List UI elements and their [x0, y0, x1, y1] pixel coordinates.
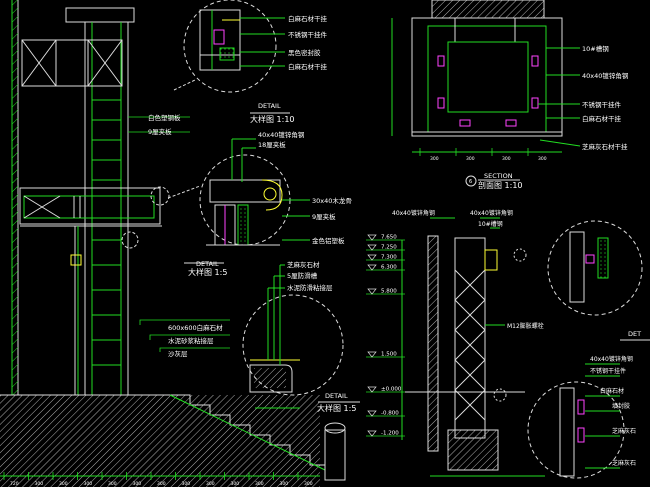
level-triangle-icon	[367, 410, 377, 417]
note-right-channel: 10#槽钢	[478, 220, 503, 228]
level-label: 7.250	[381, 245, 397, 251]
note-r-grey-a: 芝麻灰石	[612, 427, 636, 435]
level-label: 7.300	[381, 255, 397, 261]
dim-label: 300	[231, 481, 240, 487]
detail-top-tag: DETAIL	[258, 102, 281, 110]
level-triangle-icon	[367, 430, 377, 437]
section-right-tag: DET	[628, 330, 641, 338]
note-mortar-b: 水泥防滑粘接层	[287, 283, 333, 292]
level-triangle-icon	[367, 288, 377, 295]
section-right	[401, 217, 650, 479]
dim-label: 300	[182, 481, 191, 487]
detail-low-tag: DETAIL	[325, 392, 348, 400]
note-wood-joist: 30x40木龙骨	[312, 196, 352, 205]
note-r-stone: 白麻石材	[600, 387, 624, 395]
note-stone-c: 白麻石材干挂	[582, 114, 622, 123]
detail-low-title: 大样图 1:5	[317, 403, 356, 413]
note-grey-stone-b: 芝麻灰石材干挂	[582, 142, 628, 151]
level-triangle-icon	[367, 254, 377, 261]
dim-label: 300	[59, 481, 68, 487]
note-stone-600: 600x600白麻石材	[168, 323, 223, 332]
dim-label: 300	[206, 481, 215, 487]
section-dim-label: 300	[430, 156, 439, 162]
dim-label: 300	[255, 481, 264, 487]
level-label: -0.800	[381, 411, 399, 417]
note-steel-angle-b: 40x40镀锌角钢	[582, 71, 629, 80]
section-top-dims: 300 300 300 300	[419, 148, 547, 162]
section-dim-label: 300	[502, 156, 511, 162]
detail-mid	[167, 138, 310, 264]
dim-label: 300	[304, 481, 313, 487]
level-triangle-icon	[367, 234, 377, 241]
note-grey-stone: 芝麻灰石材	[287, 260, 320, 269]
note-sand-ash: 沙灰层	[168, 349, 188, 358]
note-antislip: 5厘防滑槽	[287, 271, 318, 280]
section-top-tag: SECTION	[484, 172, 513, 180]
detail-top-title: 大样图 1:10	[250, 114, 295, 124]
level-markers: 7.650 7.250 7.300 6.300 5.800 1.500 ±0.000 -0.8…	[366, 235, 405, 437]
level-triangle-icon	[367, 244, 377, 251]
note-bracket-b: 不锈钢干挂件	[582, 100, 622, 109]
note-gold-panel: 金色铝塑板	[312, 236, 345, 245]
section-top	[391, 0, 581, 187]
note-stone-b: 白麻石材干挂	[288, 62, 328, 71]
dim-label: 300	[157, 481, 166, 487]
left-elevation-bottom-dims: 720 300 300 300 300 300 300 300 300 300 300 300 300	[3, 472, 313, 487]
note-expansion-bolt: M12膨胀螺栓	[507, 322, 544, 330]
detail-low	[242, 264, 360, 409]
dim-label: 300	[35, 481, 44, 487]
dim-label: 720	[10, 481, 19, 487]
level-label: 6.300	[381, 265, 397, 271]
note-right-angle-b: 40x40镀锌角钢	[470, 209, 513, 217]
section-dim-label: 300	[466, 156, 475, 162]
left-elevation-leaders	[128, 116, 230, 352]
note-bracket-a: 不锈钢干挂件	[288, 30, 328, 39]
dim-label: 300	[280, 481, 289, 487]
level-triangle-icon	[367, 351, 377, 358]
level-label: 5.800	[381, 289, 397, 295]
note-sealant: 黑色密封胶	[288, 48, 321, 57]
level-triangle-icon	[367, 264, 377, 271]
level-label: ±0.000	[381, 387, 402, 393]
dim-label: 300	[133, 481, 142, 487]
detail-mid-tag: DETAIL	[196, 260, 219, 268]
section-dim-label: 300	[538, 156, 547, 162]
note-stone-a: 白麻石材干挂	[288, 14, 328, 23]
dim-label: 300	[84, 481, 93, 487]
note-steel-angle-a: 40x40镀锌角钢	[258, 130, 305, 139]
note-r-grey-b: 芝麻灰石	[612, 459, 636, 467]
dim-label: 300	[108, 481, 117, 487]
note-plywood-9b: 9厘夹板	[312, 212, 336, 221]
left-elevation	[0, 0, 346, 487]
level-label: 7.650	[381, 235, 397, 241]
note-right-angle-a: 40x40镀锌角钢	[392, 209, 435, 217]
note-r-seal: 填封胶	[612, 402, 630, 410]
note-channel-10: 10#槽钢	[582, 44, 609, 53]
note-plywood-9: 9厘夹板	[148, 127, 172, 136]
note-plywood-18: 18厘夹板	[258, 140, 286, 149]
level-label: -1.200	[381, 431, 399, 437]
detail-mid-title: 大样图 1:5	[188, 267, 227, 277]
note-r-bracket: 不锈钢干挂件	[590, 367, 626, 375]
section-marker: 6	[469, 179, 472, 185]
section-top-title: 剖面图 1:10	[478, 180, 523, 190]
note-white-panel: 白色塑钢板	[148, 113, 181, 122]
level-triangle-icon	[367, 386, 377, 393]
detail-top	[173, 0, 290, 114]
level-label: 1.500	[381, 352, 397, 358]
note-mortar: 水泥砂浆粘接层	[168, 336, 214, 345]
note-r-angle: 40x40镀锌角钢	[590, 355, 633, 363]
